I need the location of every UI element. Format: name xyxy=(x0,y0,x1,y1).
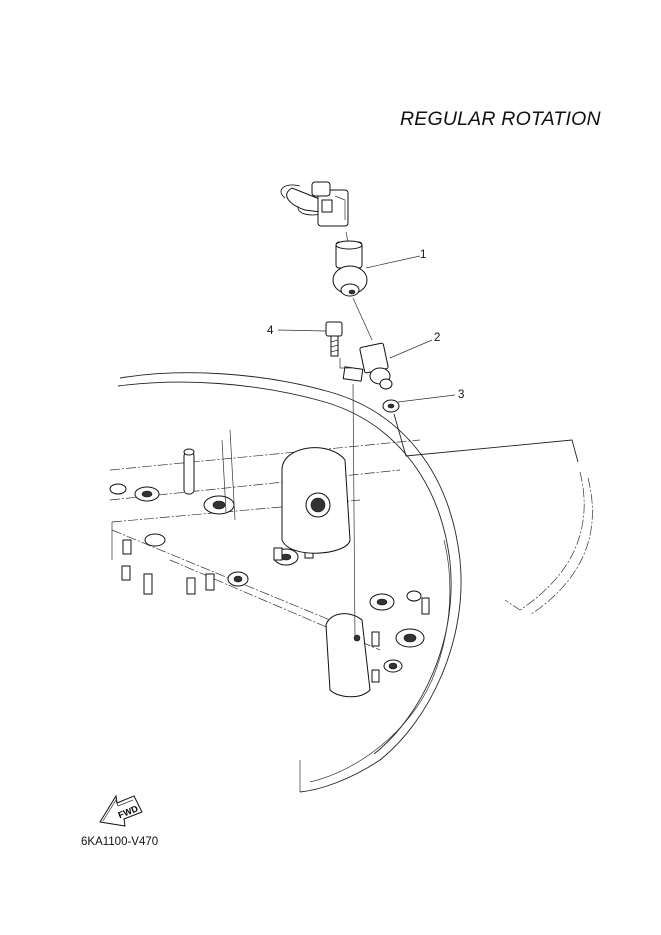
callout-3: 3 xyxy=(458,389,464,401)
connector-coupler xyxy=(280,181,349,227)
fwd-arrow-icon: FWD xyxy=(99,794,143,827)
bottom-cowling xyxy=(109,372,462,793)
diagram-code: 6KA1100-V470 xyxy=(81,836,159,848)
callout-4: 4 xyxy=(267,325,274,337)
callout-1: 1 xyxy=(420,249,426,261)
diagram-title: REGULAR ROTATION xyxy=(400,108,601,130)
part-1-sensor xyxy=(332,231,421,297)
part-4-bolt xyxy=(277,321,364,641)
wire-harness xyxy=(504,471,585,611)
callout-2: 2 xyxy=(434,332,440,344)
part-2-adapter xyxy=(352,297,433,390)
part-3-clip xyxy=(382,394,579,463)
